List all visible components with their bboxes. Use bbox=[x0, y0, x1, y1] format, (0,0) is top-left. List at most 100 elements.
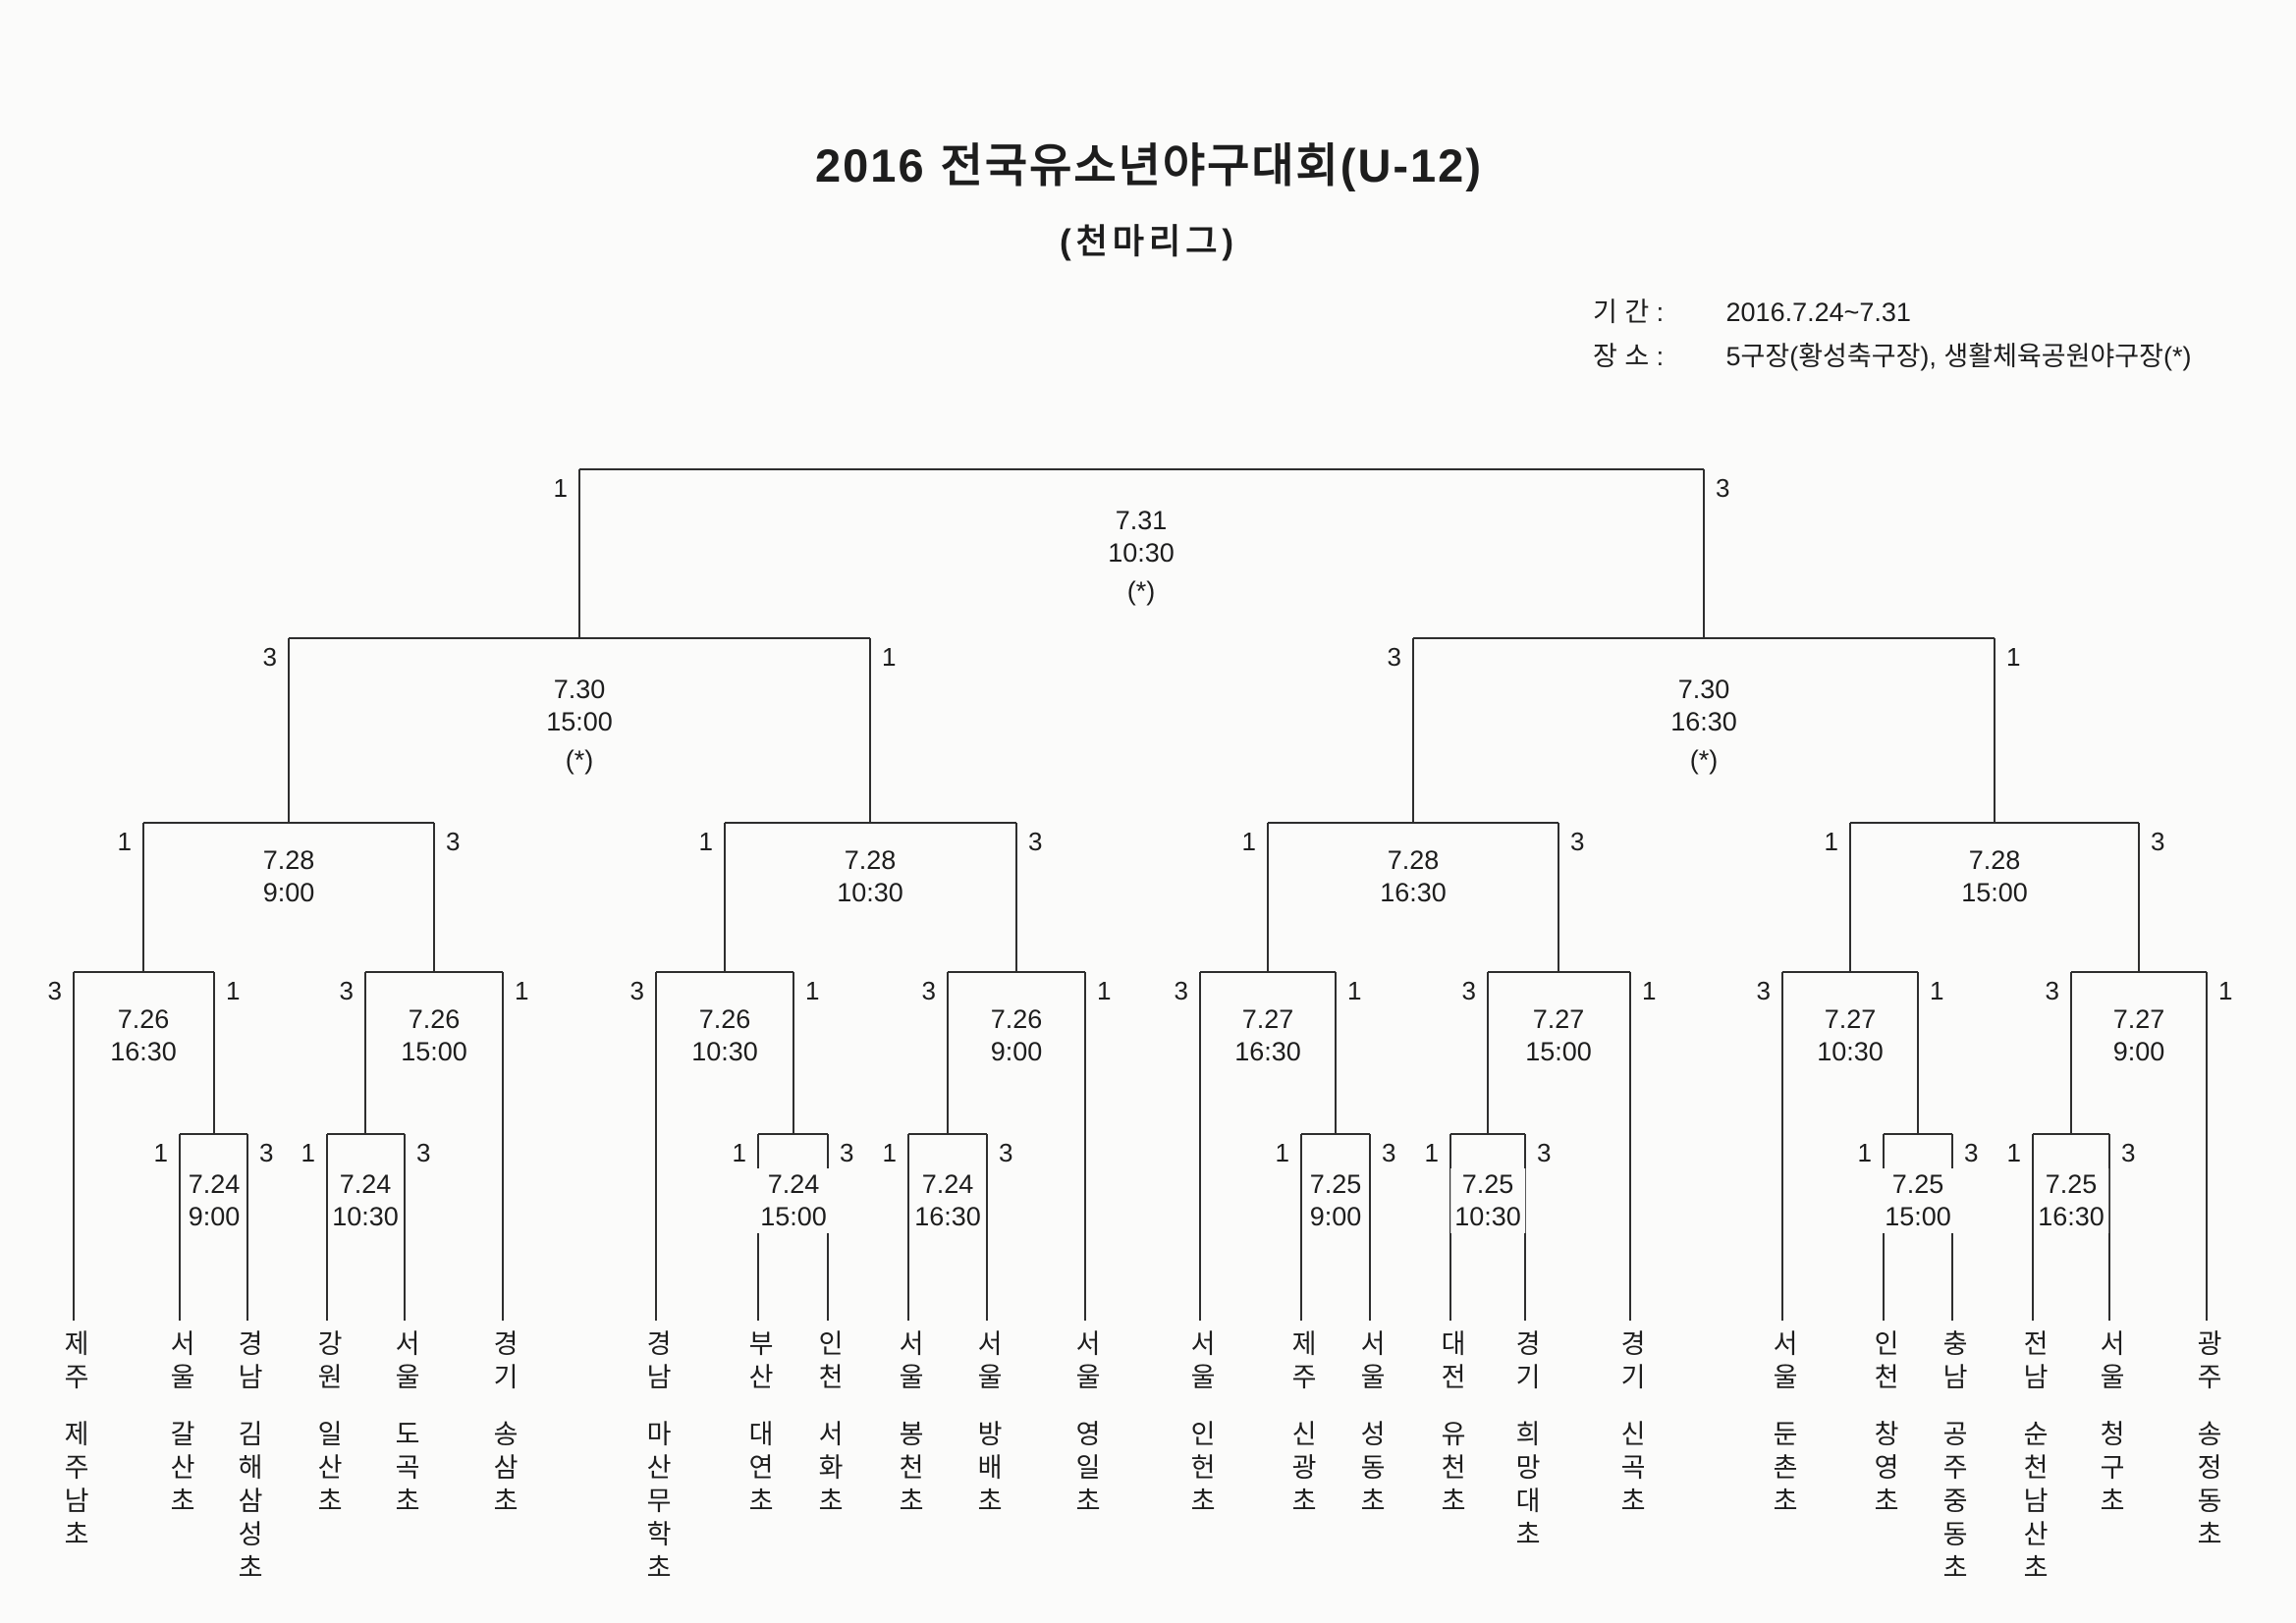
score-r1-4-right: 3 bbox=[999, 1138, 1013, 1167]
score-r1-2-left: 1 bbox=[301, 1138, 315, 1167]
team-column: 대전유천초 bbox=[1435, 1329, 1466, 1520]
match-time: 10:30 bbox=[837, 878, 903, 907]
match-date: 7.26 bbox=[117, 1004, 170, 1034]
match-time: 10:30 bbox=[1817, 1037, 1884, 1066]
team-school: 창영초 bbox=[1869, 1420, 1899, 1520]
team-column: 서울청구초 bbox=[2094, 1329, 2125, 1520]
score-r2-7-left: 3 bbox=[1756, 976, 1771, 1005]
team-column: 서울방배초 bbox=[971, 1329, 1003, 1520]
match-r2-7: 7.27 10:30 bbox=[1813, 1003, 1887, 1068]
score-r1-1-right: 3 bbox=[259, 1138, 274, 1167]
match-date: 7.27 bbox=[1824, 1004, 1877, 1034]
match-r1-1: 7.24 9:00 bbox=[184, 1168, 245, 1233]
match-date: 7.27 bbox=[1241, 1004, 1294, 1034]
score-qf2-left: 1 bbox=[698, 827, 713, 856]
team-column: 경남김해삼성초 bbox=[232, 1329, 263, 1587]
match-time: 16:30 bbox=[1670, 707, 1737, 736]
score-sf1-right: 1 bbox=[882, 642, 897, 672]
match-time: 16:30 bbox=[110, 1037, 177, 1066]
score-qf3-right: 3 bbox=[1570, 827, 1585, 856]
score-r1-3-left: 1 bbox=[732, 1138, 746, 1167]
team-school: 인헌초 bbox=[1185, 1420, 1216, 1520]
match-sf2: 7.30 16:30 (*) bbox=[1667, 674, 1741, 777]
score-r2-4-right: 1 bbox=[1097, 976, 1112, 1005]
match-date: 7.26 bbox=[698, 1004, 751, 1034]
match-r2-2: 7.26 15:00 bbox=[397, 1003, 471, 1068]
team-region: 서울 bbox=[1070, 1329, 1101, 1396]
team-column: 경기신곡초 bbox=[1614, 1329, 1646, 1520]
score-r1-6-left: 1 bbox=[1424, 1138, 1439, 1167]
team-column: 경기송삼초 bbox=[487, 1329, 519, 1520]
score-r1-2-right: 3 bbox=[416, 1138, 431, 1167]
team-region: 서울 bbox=[1355, 1329, 1386, 1396]
match-time: 16:30 bbox=[914, 1202, 981, 1231]
score-r2-5-left: 3 bbox=[1174, 976, 1188, 1005]
team-region: 제주 bbox=[1286, 1329, 1317, 1396]
match-final: 7.31 10:30 (*) bbox=[1104, 505, 1178, 608]
period-value: 2016.7.24~7.31 bbox=[1725, 298, 1911, 327]
score-qf1-left: 1 bbox=[117, 827, 132, 856]
team-column: 서울영일초 bbox=[1069, 1329, 1101, 1520]
team-school: 성동초 bbox=[1355, 1420, 1386, 1520]
team-region: 강원 bbox=[312, 1329, 343, 1396]
match-time: 9:00 bbox=[2112, 1037, 2165, 1066]
match-time: 15:00 bbox=[546, 707, 613, 736]
match-time: 15:00 bbox=[401, 1037, 467, 1066]
match-date: 7.31 bbox=[1115, 506, 1168, 535]
score-r1-8-right: 3 bbox=[2121, 1138, 2136, 1167]
score-r1-8-left: 1 bbox=[2006, 1138, 2021, 1167]
match-qf2: 7.28 10:30 bbox=[833, 844, 907, 909]
score-r2-1-right: 1 bbox=[226, 976, 241, 1005]
team-region: 인천 bbox=[813, 1329, 844, 1396]
team-school: 대연초 bbox=[743, 1420, 774, 1520]
match-r2-6: 7.27 15:00 bbox=[1521, 1003, 1596, 1068]
team-column: 인천서화초 bbox=[812, 1329, 844, 1520]
score-r2-8-left: 3 bbox=[2045, 976, 2059, 1005]
team-region: 경기 bbox=[1510, 1329, 1541, 1396]
team-region: 서울 bbox=[894, 1329, 924, 1396]
team-region: 서울 bbox=[1768, 1329, 1798, 1396]
team-region: 경기 bbox=[1615, 1329, 1646, 1396]
score-r2-5-right: 1 bbox=[1347, 976, 1362, 1005]
info-period: 기 간 : 2016.7.24~7.31 bbox=[1593, 291, 1911, 329]
team-school: 송삼초 bbox=[488, 1420, 519, 1520]
team-region: 서울 bbox=[972, 1329, 1003, 1396]
team-region: 경남 bbox=[233, 1329, 263, 1396]
team-column: 전남순천남산초 bbox=[2017, 1329, 2049, 1587]
match-date: 7.24 bbox=[921, 1169, 974, 1199]
match-date: 7.25 bbox=[1891, 1169, 1944, 1199]
team-region: 부산 bbox=[743, 1329, 774, 1396]
score-r1-5-right: 3 bbox=[1382, 1138, 1396, 1167]
match-qf4: 7.28 15:00 bbox=[1957, 844, 2032, 909]
match-qf3: 7.28 16:30 bbox=[1376, 844, 1450, 909]
match-date: 7.24 bbox=[188, 1169, 241, 1199]
team-school: 방배초 bbox=[972, 1420, 1003, 1520]
match-r1-2: 7.24 10:30 bbox=[328, 1168, 403, 1233]
team-region: 전남 bbox=[2018, 1329, 2049, 1396]
team-column: 제주제주남초 bbox=[58, 1329, 89, 1553]
match-r2-3: 7.26 10:30 bbox=[687, 1003, 762, 1068]
score-qf4-right: 3 bbox=[2151, 827, 2165, 856]
venue-value: 5구장(황성축구장), 생활체육공원야구장(*) bbox=[1725, 342, 2192, 371]
match-date: 7.28 bbox=[844, 845, 897, 875]
match-r2-5: 7.27 16:30 bbox=[1230, 1003, 1305, 1068]
match-date: 7.27 bbox=[2112, 1004, 2165, 1034]
score-r1-6-right: 3 bbox=[1537, 1138, 1552, 1167]
team-school: 제주남초 bbox=[59, 1420, 89, 1553]
team-school: 갈산초 bbox=[165, 1420, 195, 1520]
team-school: 공주중동초 bbox=[1938, 1420, 1968, 1587]
page-subtitle: (천마리그) bbox=[1059, 223, 1239, 261]
score-sf1-left: 3 bbox=[262, 642, 277, 672]
team-region: 서울 bbox=[1185, 1329, 1216, 1396]
match-date: 7.25 bbox=[1461, 1169, 1514, 1199]
score-qf1-right: 3 bbox=[446, 827, 461, 856]
team-school: 유천초 bbox=[1436, 1420, 1466, 1520]
score-r1-7-right: 3 bbox=[1964, 1138, 1979, 1167]
match-time: 15:00 bbox=[1961, 878, 2028, 907]
score-qf3-left: 1 bbox=[1241, 827, 1256, 856]
team-column: 서울도곡초 bbox=[389, 1329, 420, 1520]
match-time: 10:30 bbox=[691, 1037, 758, 1066]
team-column: 서울성동초 bbox=[1354, 1329, 1386, 1520]
match-date: 7.25 bbox=[2045, 1169, 2098, 1199]
